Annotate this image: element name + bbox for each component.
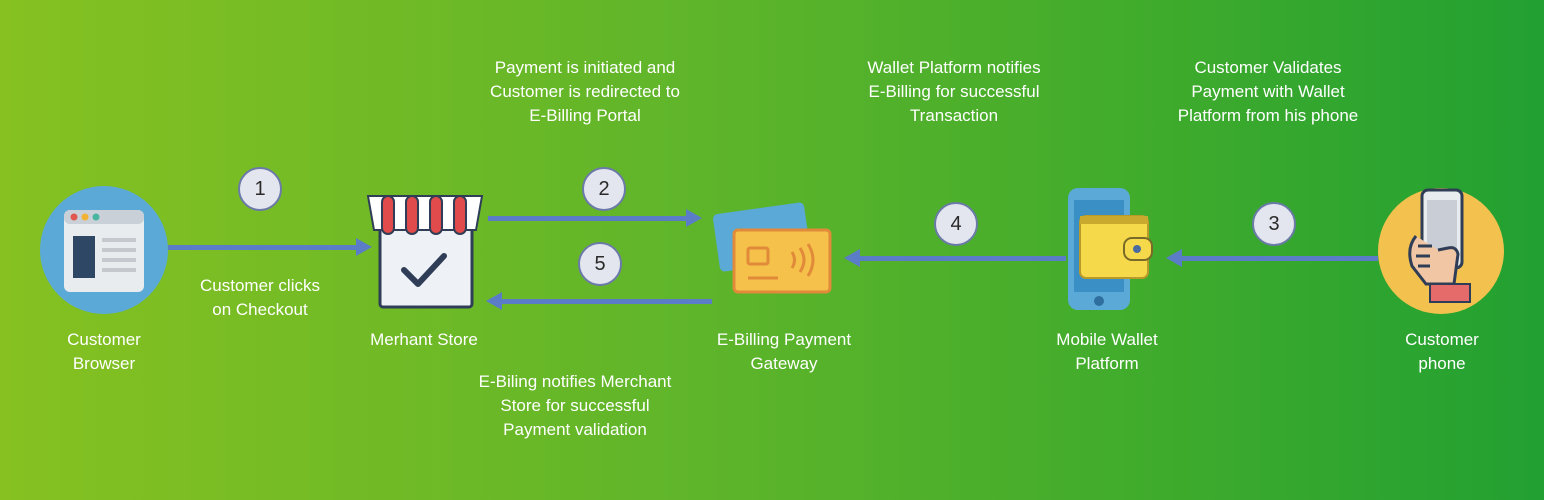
step-3-badge: 3 (1252, 202, 1296, 246)
step-2-description: Payment is initiated and Customer is red… (490, 58, 680, 125)
node-label-mobile-wallet: Mobile Wallet Platform (1056, 330, 1158, 373)
arrow-step-4 (844, 249, 1066, 267)
storefront-icon (366, 195, 484, 309)
arrow-step-1 (168, 238, 372, 256)
hand-holding-phone-icon (1378, 188, 1504, 314)
payment-cards-icon (713, 202, 832, 294)
browser-window-icon (40, 186, 168, 314)
node-label-customer-browser: Customer Browser (67, 330, 141, 373)
node-label-merchant-store: Merhant Store (370, 330, 478, 349)
step-5-badge: 5 (578, 242, 622, 286)
node-label-ebilling-gateway: E-Billing Payment Gateway (716, 330, 852, 373)
mobile-wallet-icon (1068, 188, 1153, 310)
step-4-badge: 4 (934, 202, 978, 246)
step-1-badge: 1 (238, 167, 282, 211)
step-5-description: E-Biling notifies Merchant Store for suc… (478, 372, 672, 439)
step-1-description: Customer clicks on Checkout (200, 276, 320, 319)
arrow-step-2 (488, 209, 702, 227)
step-4-description: Wallet Platform notifies E-Billing for s… (867, 58, 1041, 125)
arrow-step-3 (1166, 249, 1378, 267)
step-2-badge: 2 (582, 167, 626, 211)
step-3-description: Customer Validates Payment with Wallet P… (1177, 58, 1359, 125)
node-label-customer-phone: Customer phone (1405, 330, 1479, 373)
arrow-step-5 (486, 292, 712, 310)
